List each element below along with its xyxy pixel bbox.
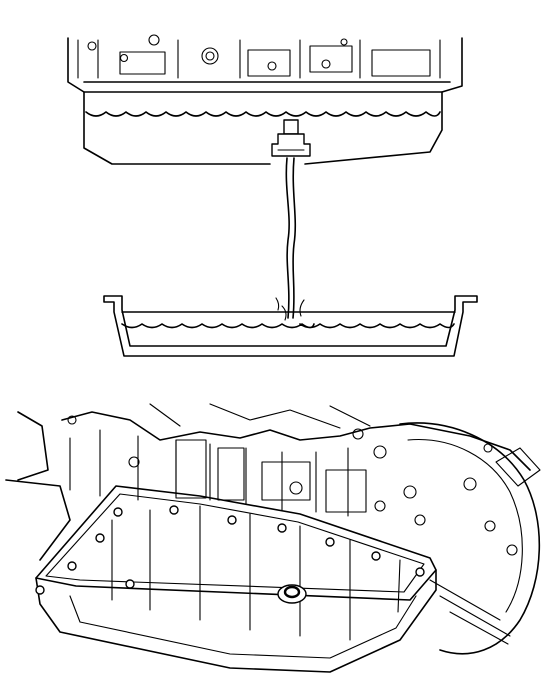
oil-splash [275, 297, 305, 321]
drain-plug [271, 119, 311, 157]
transmission-case-bottom [67, 34, 463, 165]
pan-drain-plug [277, 584, 307, 604]
oil-pan-flange [35, 485, 437, 601]
oil-pan-gasket-line [45, 493, 425, 593]
oil-surface-in-case [85, 111, 441, 117]
pan-bolts [35, 505, 425, 595]
bell-housing [399, 422, 541, 655]
oil-surface-in-container [121, 323, 455, 329]
oil-stream [285, 157, 297, 319]
drain-illustration [67, 34, 478, 357]
transmission-upper-body [5, 403, 531, 561]
transmission-illustration [5, 403, 541, 673]
oil-pan [35, 505, 437, 673]
drain-pan-container [103, 295, 478, 357]
